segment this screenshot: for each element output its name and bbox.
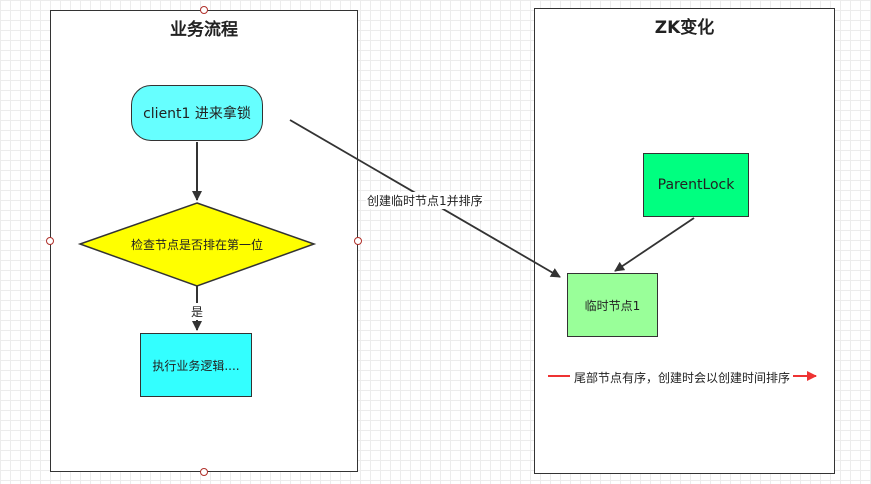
check-node-label: 检查节点是否排在第一位 xyxy=(130,237,263,252)
selection-handle-bottom[interactable] xyxy=(200,468,208,476)
ordering-note: 尾部节点有序，创建时会以创建时间排序 xyxy=(574,371,791,385)
check-diamond-shape[interactable] xyxy=(77,202,317,287)
client-node[interactable]: client1 进来拿锁 xyxy=(131,85,263,141)
selection-handle-right[interactable] xyxy=(354,237,362,245)
zk-change-panel: ZK变化 xyxy=(534,8,835,474)
parent-lock-node[interactable]: ParentLock xyxy=(643,153,749,217)
temp-node[interactable]: 临时节点1 xyxy=(567,273,658,337)
edge-parent-to-temp xyxy=(614,217,695,272)
yes-label: 是 xyxy=(190,303,205,320)
zk-change-title: ZK变化 xyxy=(654,18,715,38)
selection-handle-top[interactable] xyxy=(200,6,208,14)
execute-node[interactable]: 执行业务逻辑.... xyxy=(140,333,252,397)
create-temp-node-label: 创建临时节点1并排序 xyxy=(366,192,484,209)
selection-handle-left[interactable] xyxy=(46,237,54,245)
business-flow-title: 业务流程 xyxy=(170,20,238,40)
